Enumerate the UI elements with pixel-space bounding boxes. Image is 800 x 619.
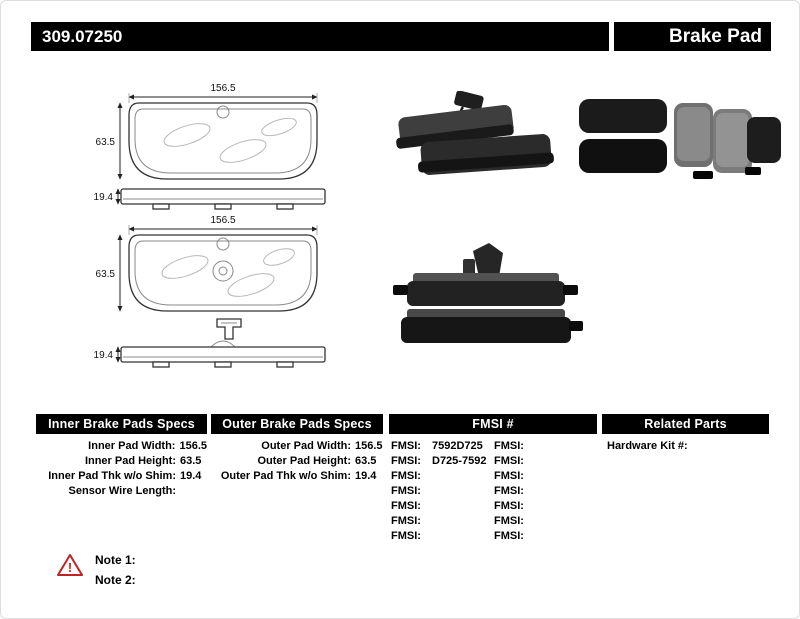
note-1-label: Note 1: xyxy=(95,553,136,567)
product-name-bar: Brake Pad xyxy=(614,22,771,51)
warning-icon: ! xyxy=(57,554,83,576)
spec-label: Inner Pad Width: xyxy=(88,439,176,452)
fmsi-value: 7592D725 xyxy=(432,439,483,452)
technical-drawing: 156.5 63.5 19.4 156.5 xyxy=(94,83,326,368)
photo-pads-stacked xyxy=(393,243,583,343)
photo-pads-flat xyxy=(396,91,554,175)
pad1-width-dim: 156.5 xyxy=(210,83,235,94)
fmsi-value: D725-7592 xyxy=(432,454,487,467)
spec-label: Outer Pad Height: xyxy=(257,454,351,467)
fmsi-row: FMSI: xyxy=(391,528,494,543)
fmsi-label: FMSI: xyxy=(494,499,524,512)
fmsi-label: FMSI: xyxy=(391,499,421,512)
product-photos xyxy=(393,91,781,343)
spec-value: 156.5 xyxy=(355,439,383,452)
fmsi-label: FMSI: xyxy=(494,439,524,452)
spec-row: Hardware Kit #: xyxy=(602,438,769,453)
fmsi-row: FMSI: xyxy=(391,483,494,498)
fmsi-row: FMSI: 7592D725 xyxy=(391,438,494,453)
outer-specs-header: Outer Brake Pads Specs xyxy=(211,414,383,434)
fmsi-row: FMSI: xyxy=(494,453,597,468)
spec-row: Outer Pad Thk w/o Shim: 19.4 xyxy=(211,468,383,483)
product-name: Brake Pad xyxy=(669,25,762,47)
spec-value: 19.4 xyxy=(180,469,202,482)
fmsi-row: FMSI: xyxy=(494,498,597,513)
part-number: 309.07250 xyxy=(42,26,123,46)
fmsi-header: FMSI # xyxy=(389,414,597,434)
spec-label: Inner Pad Thk w/o Shim: xyxy=(48,469,176,482)
inner-specs-column: Inner Pad Width: 156.5 Inner Pad Height:… xyxy=(36,438,207,498)
pad2-width-dim: 156.5 xyxy=(210,215,235,226)
related-parts-column: Hardware Kit #: xyxy=(602,438,769,453)
fmsi-row: FMSI: xyxy=(494,528,597,543)
fmsi-row: FMSI: xyxy=(494,483,597,498)
fmsi-row: FMSI: D725-7592 xyxy=(391,453,494,468)
spec-label: Outer Pad Thk w/o Shim: xyxy=(220,469,351,482)
spec-row: Inner Pad Height: 63.5 xyxy=(36,453,207,468)
fmsi-label: FMSI: xyxy=(494,454,524,467)
fmsi-row: FMSI: xyxy=(494,438,597,453)
spec-row: Outer Pad Height: 63.5 xyxy=(211,453,383,468)
spec-value: 19.4 xyxy=(355,469,377,482)
fmsi-row: FMSI: xyxy=(391,498,494,513)
fmsi-label: FMSI: xyxy=(391,514,421,527)
fmsi-label: FMSI: xyxy=(494,469,524,482)
spec-row: Inner Pad Width: 156.5 xyxy=(36,438,207,453)
fmsi-label: FMSI: xyxy=(391,484,421,497)
pad1-side-view: 19.4 xyxy=(94,188,326,210)
fmsi-label: FMSI: xyxy=(494,484,524,497)
spec-row: Outer Pad Width: 156.5 xyxy=(211,438,383,453)
fmsi-label: FMSI: xyxy=(391,439,421,452)
spec-row: Inner Pad Thk w/o Shim: 19.4 xyxy=(36,468,207,483)
fmsi-label: FMSI: xyxy=(391,529,421,542)
pad1-height-dim: 63.5 xyxy=(96,137,116,148)
fmsi-label: FMSI: xyxy=(391,469,421,482)
spec-label: Outer Pad Width: xyxy=(261,439,351,452)
pad2-clip-part xyxy=(216,318,242,340)
fmsi-row: FMSI: xyxy=(494,468,597,483)
fmsi-row: FMSI: xyxy=(391,513,494,528)
note-2-label: Note 2: xyxy=(95,573,136,587)
fmsi-label: FMSI: xyxy=(494,529,524,542)
pad1-front-view: 156.5 63.5 xyxy=(96,83,318,180)
spec-value: 63.5 xyxy=(180,454,202,467)
pad1-thickness-dim: 19.4 xyxy=(94,192,114,203)
fmsi-label: FMSI: xyxy=(391,454,421,467)
spec-label: Inner Pad Height: xyxy=(84,454,176,467)
pad2-thickness-dim: 19.4 xyxy=(94,350,114,361)
inner-specs-header: Inner Brake Pads Specs xyxy=(36,414,207,434)
pad2-front-view: 156.5 63.5 xyxy=(96,215,318,312)
photo-plates-and-pads xyxy=(579,99,781,179)
related-parts-header: Related Parts xyxy=(602,414,769,434)
fmsi-label: FMSI: xyxy=(494,514,524,527)
pad2-height-dim: 63.5 xyxy=(96,269,116,280)
spec-value: 63.5 xyxy=(355,454,377,467)
spec-label: Hardware Kit #: xyxy=(607,439,688,452)
fmsi-column-2: FMSI: FMSI: FMSI: FMSI: FMSI: FMSI: xyxy=(494,438,597,543)
svg-text:!: ! xyxy=(68,560,72,575)
pad2-side-view: 19.4 xyxy=(94,340,326,368)
spec-row: Sensor Wire Length: xyxy=(36,483,207,498)
fmsi-columns: FMSI: 7592D725 FMSI: D725-7592 FMSI: FMS… xyxy=(391,438,597,543)
spec-value: 156.5 xyxy=(179,439,207,452)
fmsi-row: FMSI: xyxy=(391,468,494,483)
part-number-bar: 309.07250 xyxy=(31,22,609,51)
spec-label: Sensor Wire Length: xyxy=(68,484,176,497)
fmsi-row: FMSI: xyxy=(494,513,597,528)
fmsi-column-1: FMSI: 7592D725 FMSI: D725-7592 FMSI: FMS… xyxy=(391,438,494,543)
outer-specs-column: Outer Pad Width: 156.5 Outer Pad Height:… xyxy=(211,438,383,483)
